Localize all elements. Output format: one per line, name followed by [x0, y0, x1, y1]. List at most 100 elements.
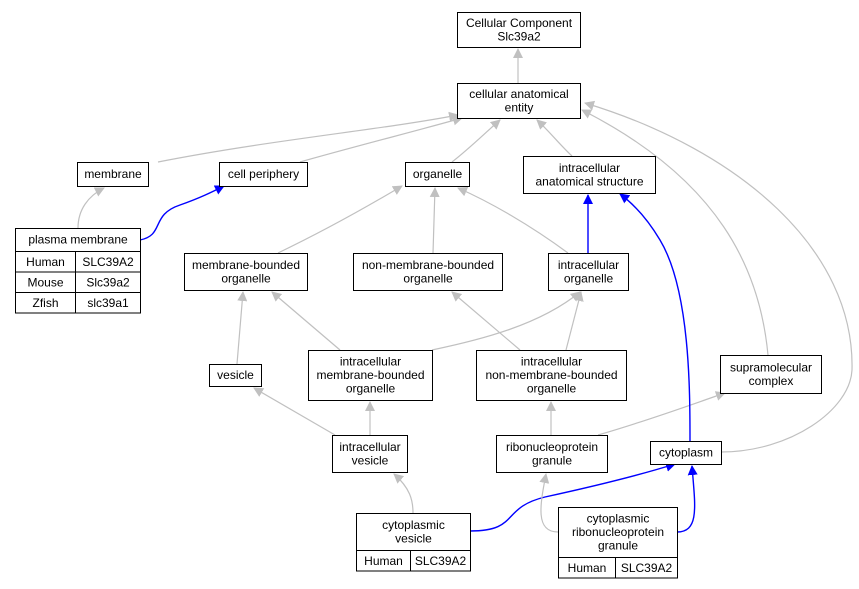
- node-label-line: cytoplasmic: [587, 512, 650, 526]
- node-label-line: ribonucleoprotein: [506, 440, 598, 454]
- node-label-line: complex: [749, 374, 794, 388]
- node-label-line: vesicle: [217, 368, 254, 382]
- node-box: [308, 350, 433, 401]
- edge-cv-iv: [393, 473, 414, 514]
- node-label-line: cellular anatomical: [469, 87, 568, 101]
- edge-cv-cytoplasm: [469, 461, 676, 532]
- node-label-line: organelle: [221, 271, 271, 285]
- node-box: [496, 435, 608, 473]
- edge-crg-rnp: [539, 473, 559, 533]
- edge-io-organelle: [457, 187, 569, 254]
- node-label-line: membrane-bounded: [192, 258, 300, 272]
- species-label: Human: [568, 561, 607, 575]
- node-label-line: intracellular: [558, 258, 619, 272]
- node-box: [219, 162, 308, 187]
- node-cell-periphery[interactable]: cell periphery: [219, 162, 308, 187]
- edge-membrane-cae: [157, 111, 459, 163]
- gene-label: Slc39a2: [86, 275, 130, 289]
- edge-supramolecular-cae: [581, 109, 769, 356]
- node-box: [353, 253, 503, 291]
- node-label-line: entity: [505, 100, 534, 114]
- gene-cell: [410, 550, 471, 572]
- node-box: [209, 364, 262, 387]
- edge-imbo-io: [431, 291, 581, 351]
- node-box: [523, 156, 656, 194]
- species-label: Zfish: [32, 296, 58, 310]
- node-intracellular-non-membrane-bounded-organelle[interactable]: intracellularnon-membrane-boundedorganel…: [476, 350, 627, 401]
- edge-cellperiphery-cae: [299, 115, 463, 163]
- node-label-line: granule: [532, 453, 572, 467]
- node-box: [405, 162, 470, 187]
- gene-label: slc39a1: [87, 296, 129, 310]
- edge-inmbo-nmbo: [451, 291, 521, 351]
- node-vesicle[interactable]: vesicle: [209, 364, 262, 387]
- edge-iv-vesicle: [253, 387, 336, 436]
- edges: [77, 48, 853, 533]
- node-box: [457, 83, 581, 119]
- node-box: [457, 12, 581, 48]
- edge-plasmamembrane-membrane: [77, 187, 105, 229]
- edge-cytoplasm-cae: [584, 100, 853, 453]
- node-label-line: intracellular: [559, 161, 620, 175]
- node-label-line: supramolecular: [730, 360, 812, 374]
- species-label: Human: [364, 554, 403, 568]
- species-label: Mouse: [27, 275, 63, 289]
- node-cytoplasm[interactable]: cytoplasm: [650, 441, 722, 465]
- node-label-line: intracellular: [339, 440, 400, 454]
- node-cytoplasmic-ribonucleoprotein-granule[interactable]: cytoplasmicribonucleoproteingranuleHuman…: [558, 507, 678, 579]
- node-box: [77, 162, 149, 187]
- node-label-line: organelle: [346, 382, 396, 396]
- node-label-line: intracellular: [521, 355, 582, 369]
- annotation-row: Human SLC39A2: [15, 251, 141, 273]
- edge-crg-cytoplasm: [676, 465, 698, 533]
- node-label-line: organelle: [527, 382, 577, 396]
- node-label-line: intracellular: [340, 355, 401, 369]
- annotation-row: Zfish slc39a1: [15, 292, 141, 314]
- node-label-line: granule: [598, 539, 638, 553]
- node-organelle[interactable]: organelle: [405, 162, 470, 187]
- node-label-line: Slc39a2: [497, 29, 541, 43]
- node-label-line: anatomical structure: [535, 174, 643, 188]
- node-box: [548, 253, 629, 291]
- node-box: [332, 435, 408, 473]
- node-label-line: cytoplasm: [659, 446, 713, 460]
- gene-label: SLC39A2: [82, 255, 134, 269]
- edge-mbo-organelle: [277, 185, 403, 254]
- node-box: [476, 350, 627, 401]
- node-label-line: non-membrane-bounded: [362, 258, 494, 272]
- node-label-line: membrane: [84, 167, 142, 181]
- node-label-line: non-membrane-bounded: [485, 368, 617, 382]
- node-membrane[interactable]: membrane: [77, 162, 149, 187]
- gene-cell: [615, 557, 678, 579]
- node-label-line: organelle: [403, 271, 453, 285]
- edge-cytoplasm-ias: [619, 193, 691, 442]
- node-label-line: ribonucleoprotein: [572, 525, 664, 539]
- edge-plasmamembrane-cellperiphery: [139, 185, 225, 241]
- node-box: [650, 441, 722, 465]
- node-label-line: organelle: [413, 167, 463, 181]
- edge-organelle-cae: [451, 119, 501, 163]
- edge-ias-cae: [536, 119, 573, 157]
- node-box: [720, 355, 822, 394]
- species-label: Human: [26, 255, 65, 269]
- node-label-line: plasma membrane: [28, 233, 128, 247]
- node-label-line: Cellular Component: [466, 16, 573, 30]
- node-label-line: cytoplasmic: [382, 518, 445, 532]
- node-label-line: vesicle: [352, 453, 389, 467]
